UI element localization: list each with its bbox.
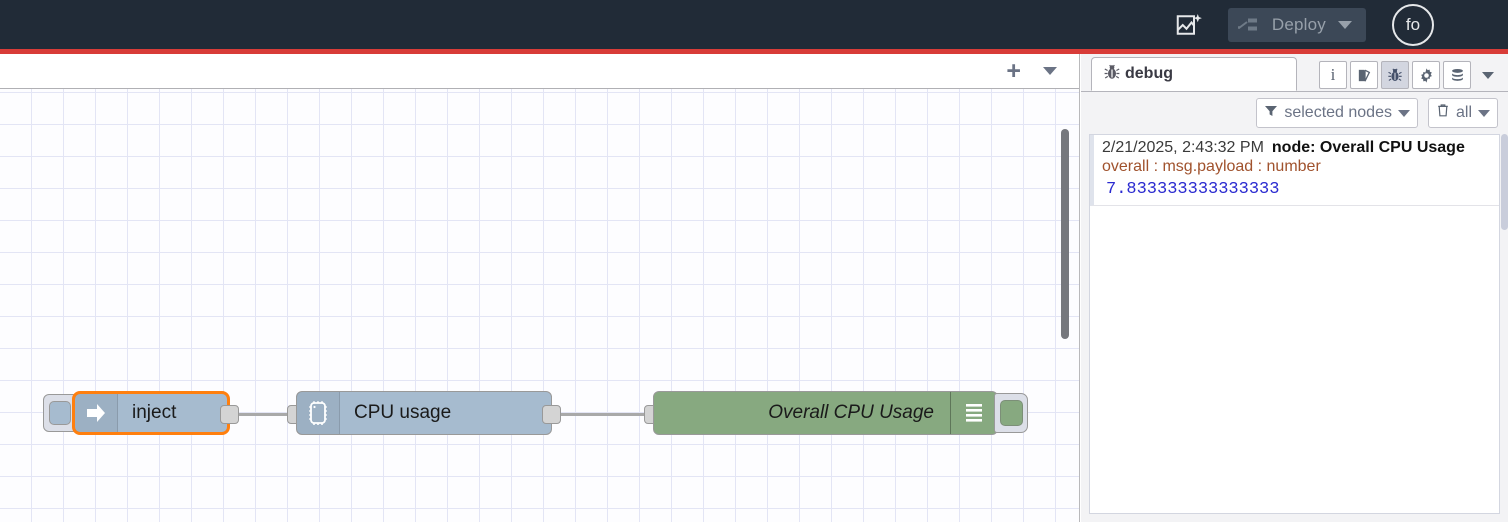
debug-message-value: 7.833333333333333: [1106, 180, 1280, 199]
debug-message-header: 2/21/2025, 2:43:32 PM node: Overall CPU U…: [1102, 139, 1491, 157]
app-header: Deploy fo: [0, 0, 1508, 49]
node-debug-label: Overall CPU Usage: [768, 402, 934, 423]
sidebar-tools: i: [1319, 61, 1500, 89]
sidebar-more-chevron-down-icon[interactable]: [1482, 71, 1494, 79]
debug-enable-toggle[interactable]: [994, 393, 1028, 433]
node-inject-label: inject: [132, 402, 177, 423]
node-cpu-usage[interactable]: CPU usage: [287, 391, 561, 435]
tab-debug[interactable]: debug: [1091, 57, 1297, 91]
inject-arrow-icon: [75, 394, 118, 432]
node-overall-cpu-usage[interactable]: Overall CPU Usage: [644, 391, 1028, 435]
node-inject-body[interactable]: inject: [72, 391, 230, 435]
wire-inject-to-cpu[interactable]: [234, 413, 294, 416]
hamburger-menu-icon[interactable]: [1460, 18, 1490, 32]
flow-canvas[interactable]: inject CP: [0, 89, 1079, 522]
context-data-icon[interactable]: [1443, 61, 1471, 89]
debug-lines-icon: [950, 392, 997, 434]
help-book-icon[interactable]: [1350, 61, 1378, 89]
gear-icon[interactable]: [1412, 61, 1440, 89]
node-cpu-output-port[interactable]: [542, 405, 561, 424]
debug-message-timestamp: 2/21/2025, 2:43:32 PM: [1102, 139, 1264, 156]
info-icon[interactable]: i: [1319, 61, 1347, 89]
flow-workspace: + inject: [0, 54, 1080, 522]
node-inject-output-port[interactable]: [220, 405, 239, 424]
debug-filter-row: selected nodes all: [1081, 98, 1508, 128]
chevron-down-icon[interactable]: [1478, 109, 1490, 117]
node-cpu-body[interactable]: CPU usage: [296, 391, 552, 435]
canvas-vertical-scrollbar[interactable]: [1061, 129, 1069, 339]
debug-toggle-face: [999, 400, 1023, 426]
inject-trigger-button[interactable]: [43, 394, 76, 432]
debug-message-list[interactable]: 2/21/2025, 2:43:32 PM node: Overall CPU U…: [1089, 134, 1500, 514]
node-inject[interactable]: inject: [43, 391, 239, 435]
bug-icon[interactable]: [1381, 61, 1409, 89]
user-avatar[interactable]: fo: [1392, 3, 1434, 46]
node-cpu-label: CPU usage: [354, 402, 452, 423]
funnel-icon: [1264, 104, 1278, 123]
chevron-down-icon[interactable]: [1397, 109, 1410, 117]
tab-debug-label: debug: [1125, 65, 1173, 82]
info-icon-label: i: [1330, 65, 1336, 84]
clear-messages-label: all: [1455, 104, 1472, 121]
sidebar-vertical-scrollbar[interactable]: [1501, 134, 1508, 230]
deploy-label: Deploy: [1271, 14, 1326, 34]
cpu-chip-icon: [297, 392, 340, 434]
filter-selected-nodes-button[interactable]: selected nodes: [1256, 98, 1418, 128]
image-sparkle-icon[interactable]: [1172, 8, 1206, 42]
bug-icon: [1102, 62, 1122, 87]
node-debug-body[interactable]: Overall CPU Usage: [653, 391, 998, 435]
wire-cpu-to-debug[interactable]: [553, 413, 645, 416]
flow-tab-bar: +: [0, 54, 1079, 89]
chevron-down-icon[interactable]: [1338, 20, 1352, 29]
deploy-icon: [1236, 15, 1266, 35]
flow-list-chevron-down-icon[interactable]: [1043, 67, 1057, 75]
deploy-button[interactable]: Deploy: [1227, 7, 1366, 42]
sidebar-tab-row: debug i: [1081, 54, 1508, 92]
header-accent-bar: [0, 49, 1508, 54]
debug-message[interactable]: 2/21/2025, 2:43:32 PM node: Overall CPU U…: [1090, 135, 1499, 206]
debug-message-topic: overall : msg.payload : number: [1102, 158, 1321, 175]
add-flow-button[interactable]: +: [1006, 56, 1021, 85]
avatar-initials: fo: [1405, 14, 1421, 34]
filter-selected-nodes-label: selected nodes: [1284, 104, 1392, 121]
inject-button-face: [48, 401, 71, 425]
clear-messages-button[interactable]: all: [1427, 98, 1498, 128]
sidebar-panel: debug i: [1081, 54, 1508, 522]
debug-message-source-node: node: Overall CPU Usage: [1271, 139, 1465, 156]
trash-icon: [1436, 103, 1450, 123]
